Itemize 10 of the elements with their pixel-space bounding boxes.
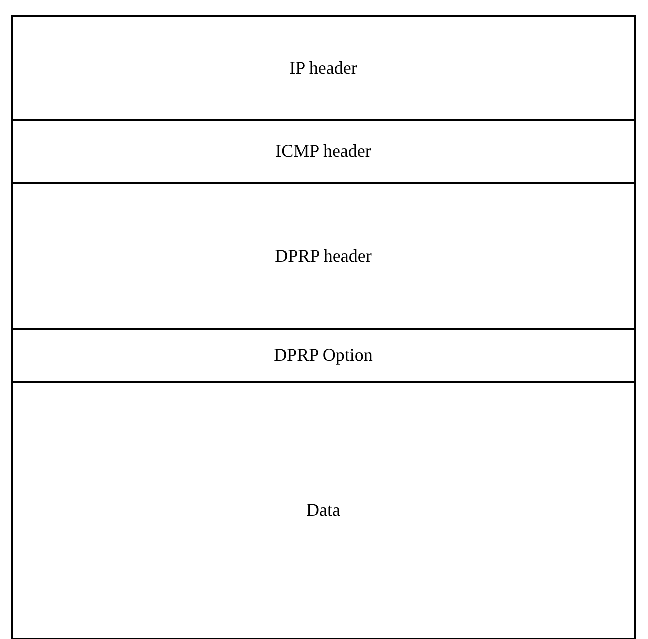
header-field-box xyxy=(11,119,636,184)
field-label: DPRP header xyxy=(275,246,372,266)
field-label: DPRP Option xyxy=(274,345,373,366)
header-field-box xyxy=(11,182,636,330)
field-label: ICMP header xyxy=(276,141,372,162)
header-field-box xyxy=(11,381,636,639)
header-field-box xyxy=(11,328,636,383)
header-field-box xyxy=(11,15,636,121)
field-label: IP header xyxy=(290,58,358,78)
field-label: Data xyxy=(306,500,340,521)
